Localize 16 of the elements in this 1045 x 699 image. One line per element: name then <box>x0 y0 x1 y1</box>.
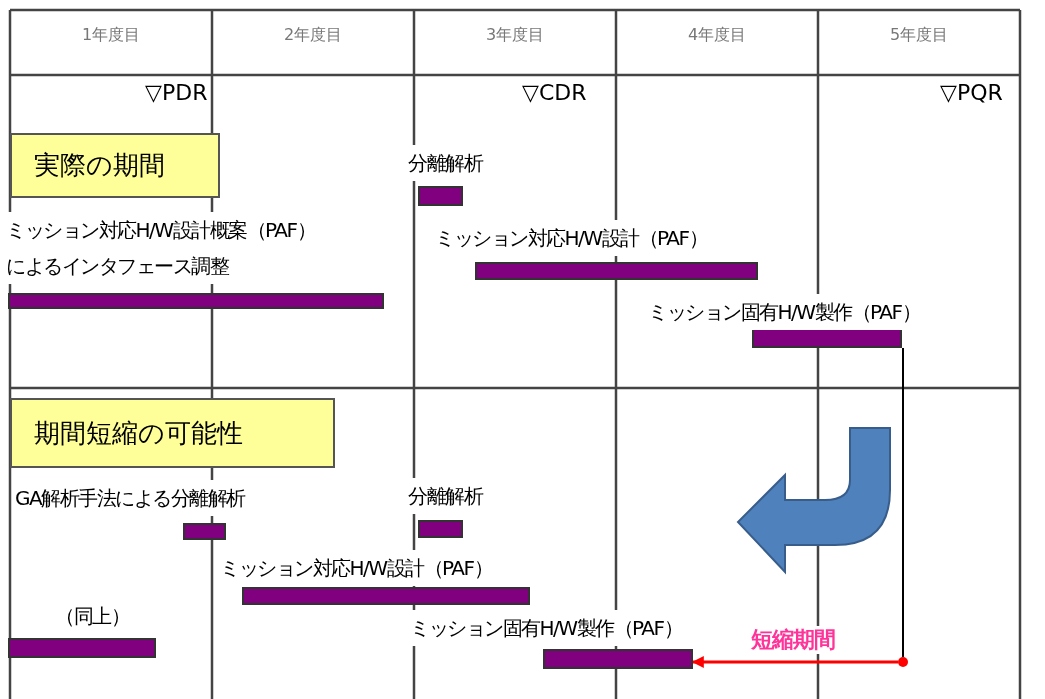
connector-line <box>902 347 904 658</box>
task-label: 分離解析 <box>408 145 482 181</box>
year-header: 2年度目 <box>282 24 344 46</box>
task-label: 分離解析 <box>408 478 482 514</box>
year-header: 4年度目 <box>686 24 748 46</box>
year-header: 3年度目 <box>484 24 546 46</box>
end-dot <box>898 657 908 667</box>
milestone-label: ▽CDR <box>522 79 587 107</box>
milestone-label: ▽PDR <box>145 79 208 107</box>
section-heading-box: 期間短縮の可能性 <box>10 398 335 468</box>
year-header: 5年度目 <box>888 24 950 46</box>
task-label: GA解析手法による分離解析 <box>15 480 245 516</box>
milestone-label: ▽PQR <box>940 79 1003 107</box>
section-heading-box: 実際の期間 <box>10 133 220 198</box>
edge-label: 短縮期間 <box>750 626 835 654</box>
year-header: 1年度目 <box>80 24 142 46</box>
